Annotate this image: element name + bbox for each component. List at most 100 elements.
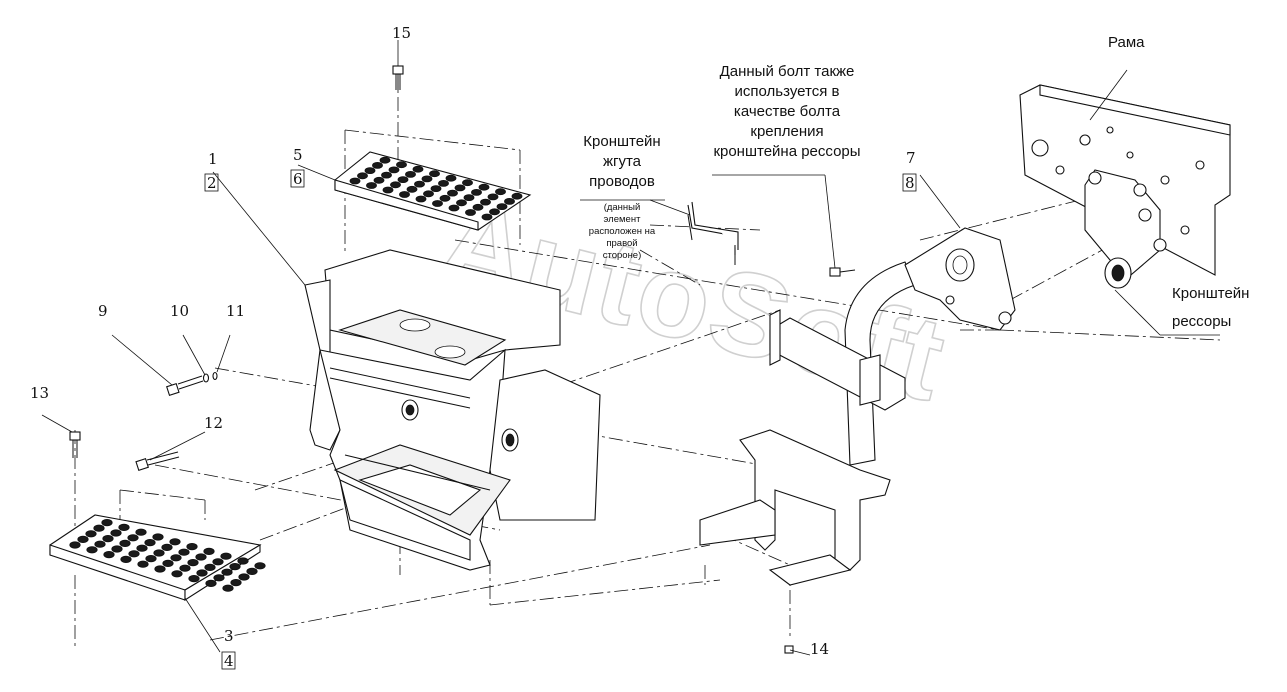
callout-9: 9 (98, 302, 108, 320)
perforation-hole (205, 579, 217, 588)
perforation-hole (471, 188, 482, 196)
perforation-hole (246, 567, 258, 576)
perforation-hole (101, 518, 113, 527)
perforation-hole (463, 194, 475, 202)
perforation-hole (220, 552, 232, 560)
perforation-hole (465, 209, 476, 216)
perforation-hole (127, 534, 139, 542)
perforation-hole (478, 183, 490, 191)
perforation-hole (357, 172, 368, 180)
perforation-hole (77, 535, 89, 544)
callout-4: 4 (224, 652, 234, 670)
frame-label: Рама (1108, 34, 1145, 51)
perforation-hole (103, 550, 115, 559)
harness-note-line-2: элемент (604, 214, 642, 225)
spring-bracket-line-1: Кронштейн (1172, 285, 1249, 302)
perforation-hole (412, 165, 424, 173)
perforation-hole (203, 547, 215, 556)
perforation-hole (152, 533, 164, 541)
perforation-hole (396, 161, 407, 169)
perforation-hole (221, 568, 233, 576)
perforation-hole (102, 534, 114, 543)
bolt-note-line-4: крепления (750, 123, 823, 140)
callout-12: 12 (204, 414, 223, 432)
perforation-hole (128, 550, 140, 558)
perforation-hole (145, 554, 157, 563)
perforation-hole (495, 188, 506, 196)
perforation-hole (504, 197, 515, 205)
support-bracket (699, 227, 1016, 654)
harness-bracket-line-3: проводов (589, 173, 655, 190)
perforation-hole (445, 174, 457, 182)
perforation-hole (472, 203, 484, 211)
perforation-hole (381, 171, 392, 179)
perforation-hole (179, 564, 191, 572)
callout-5: 5 (293, 146, 303, 164)
harness-note-line-5: стороне) (603, 250, 642, 261)
frame (1019, 84, 1231, 289)
perforation-hole (481, 213, 493, 221)
perforation-hole (405, 170, 416, 178)
perforation-hole (415, 195, 427, 203)
perforation-hole (187, 558, 199, 567)
callout-7: 7 (906, 149, 916, 167)
callout-13: 13 (30, 384, 49, 402)
perforation-hole (454, 184, 466, 192)
perforation-hole (399, 191, 410, 198)
perforation-hole (85, 530, 97, 538)
bolt-12 (135, 451, 180, 471)
callout-10: 10 (170, 302, 189, 320)
perforation-hole (487, 193, 499, 201)
perforation-hole (135, 528, 147, 536)
perforation-hole (414, 180, 425, 188)
harness-bracket-line-1: Кронштейн (583, 133, 660, 150)
callout-8: 8 (905, 174, 915, 192)
callout-2: 2 (207, 174, 217, 192)
perforation-hole (212, 558, 224, 566)
perforation-hole (421, 175, 433, 183)
bolt-9-assembly (166, 371, 218, 397)
callout-14: 14 (810, 640, 829, 658)
perforation-hole (379, 156, 391, 164)
perforation-hole (118, 523, 130, 532)
harness-note-line-4: правой (606, 238, 637, 249)
perforation-hole (178, 548, 190, 556)
perforation-hole (119, 539, 131, 548)
perforation-hole (388, 166, 400, 174)
perforation-hole (188, 574, 200, 583)
perforation-hole (480, 198, 491, 206)
perforation-hole (136, 544, 148, 552)
perforation-hole (144, 538, 156, 547)
step-box (304, 249, 601, 571)
perforation-hole (448, 204, 460, 212)
perforation-hole (196, 569, 208, 577)
perforation-hole (447, 189, 458, 197)
perforation-hole (111, 545, 123, 553)
spring-bracket-line-2: рессоры (1172, 313, 1231, 330)
perforation-hole (110, 529, 122, 537)
callout-numbers: 15 1 2 5 6 9 10 11 13 12 3 4 14 7 8 (30, 24, 917, 670)
perforation-hole (230, 578, 242, 587)
callout-15: 15 (392, 24, 411, 42)
harness-bracket-line-2: жгута (603, 153, 642, 170)
perforation-hole (222, 584, 234, 592)
perforation-hole (161, 543, 173, 552)
perforation-hole (406, 185, 418, 193)
perforation-hole (238, 573, 250, 581)
perforation-hole (349, 177, 361, 185)
perforation-hole (170, 554, 182, 562)
perforation-hole (423, 190, 434, 198)
lower-step-plate (49, 514, 266, 602)
bolt-note-line-1: Данный болт также (720, 63, 855, 80)
upper-step-plate (334, 151, 532, 231)
perforation-hole (373, 176, 385, 184)
perforation-hole (462, 179, 473, 187)
callout-11: 11 (226, 302, 245, 320)
perforation-hole (69, 541, 81, 549)
perforation-hole (372, 161, 383, 169)
perforation-hole (86, 546, 98, 554)
perforation-hole (162, 559, 174, 568)
perforation-hole (430, 185, 442, 193)
